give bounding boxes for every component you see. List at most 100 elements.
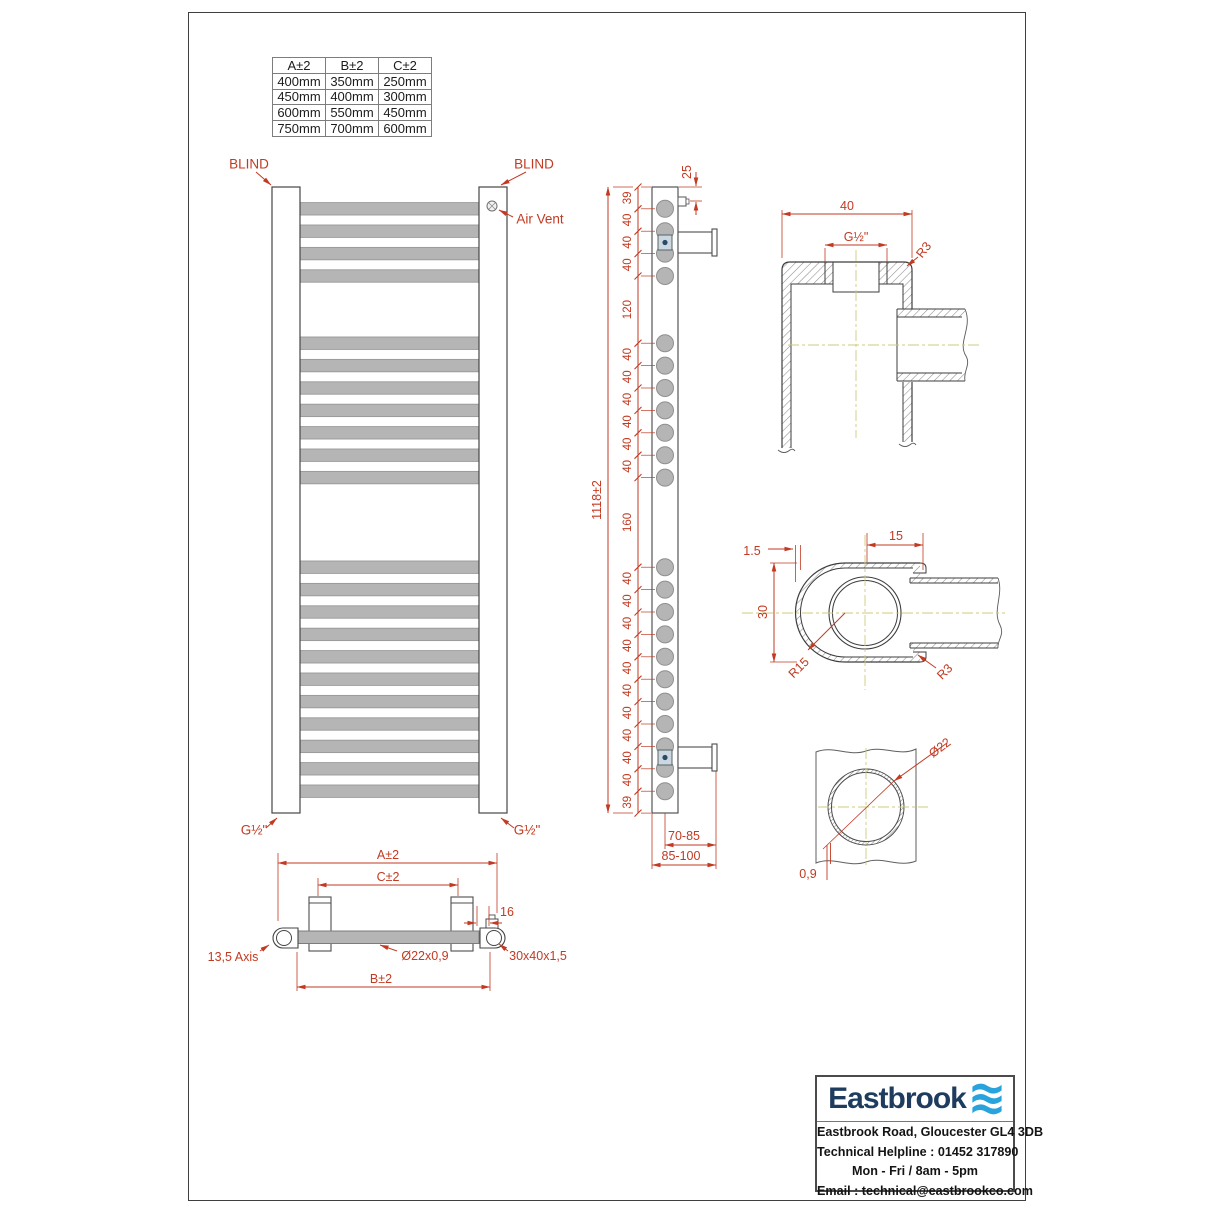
profile-spec-leader — [498, 943, 509, 952]
size-table-cell: 350mm — [325, 72, 379, 90]
top-offset-label: 25 — [679, 165, 694, 179]
tube-end-circle — [656, 625, 674, 644]
chain-tick — [634, 183, 642, 191]
size-table-cell: 600mm — [272, 104, 326, 122]
chain-tick — [634, 675, 642, 684]
chain-tick — [634, 809, 642, 817]
detail-top-section — [777, 210, 982, 453]
chain-tick — [634, 249, 642, 258]
chain-dim-label: 39 — [622, 796, 634, 809]
detail-top-thread-label: G½" — [843, 229, 869, 244]
size-table-cell: 300mm — [378, 88, 432, 106]
size-table-cell: 250mm — [378, 72, 432, 90]
chain-dim-label: 40 — [622, 258, 634, 271]
chain-tick — [634, 384, 642, 392]
tube-end-circle — [656, 423, 674, 442]
chain-dim-label: 40 — [622, 706, 634, 719]
size-table-cell: 550mm — [325, 104, 379, 122]
company-email: Email : technical@eastbrookco.com — [817, 1183, 1033, 1198]
company-panel: Eastbrook Eastbrook Road, Gloucester GL4… — [815, 1075, 1044, 1198]
tube-end-circle — [656, 670, 674, 689]
tube-end-circle — [656, 334, 674, 353]
air-vent-label: Air Vent — [516, 211, 564, 227]
chain-dim-label: 39 — [622, 192, 634, 205]
radiator-bar — [299, 358, 480, 373]
size-table-cell: 700mm — [325, 120, 379, 137]
tube-end-circle — [656, 782, 674, 801]
r15-leader — [807, 612, 846, 651]
radiator-bar — [299, 336, 480, 350]
chain-dim-label: 40 — [622, 572, 634, 585]
plan-dim-b-label: B±2 — [369, 971, 393, 986]
g-half-left-label: G½" — [240, 822, 268, 838]
air-vent-fitting — [677, 196, 687, 207]
chain-dim-label: 40 — [622, 662, 634, 675]
logo-row: Eastbrook — [817, 1077, 1013, 1122]
air-vent-leader — [498, 209, 514, 218]
front-view — [255, 171, 527, 829]
radiator-bar — [299, 694, 480, 709]
g-half-right-label: G½" — [513, 822, 541, 838]
chain-dim-label: 40 — [622, 729, 634, 742]
sheet-border — [188, 12, 1026, 1201]
radiator-bar — [299, 381, 480, 395]
chain-tick — [634, 630, 642, 639]
chain-dim-label: 120 — [622, 300, 634, 319]
chain-dim-label: 40 — [622, 594, 634, 607]
wall-distance-1-label: 70-85 — [668, 828, 700, 843]
chain-dim-label: 40 — [622, 774, 634, 787]
chain-dim-label: 40 — [622, 460, 634, 473]
detail-section-wall-label: 0,9 — [799, 866, 817, 881]
plan-tube — [290, 930, 480, 944]
chain-dim-label: 160 — [622, 513, 634, 532]
radiator-bar — [299, 448, 480, 462]
radiator-bar — [299, 739, 480, 754]
brand-logo: Eastbrook — [828, 1082, 967, 1115]
size-table-cell: B±2 — [325, 57, 379, 74]
tube-end-circle — [656, 199, 674, 218]
size-table-cell: 450mm — [272, 88, 326, 106]
chain-dim-label: 40 — [622, 684, 634, 697]
radiator-bar — [299, 224, 480, 238]
size-table-cell: 400mm — [325, 88, 379, 106]
size-table-cell: A±2 — [272, 57, 326, 74]
chain-tick — [634, 652, 642, 661]
wall-bracket-top — [677, 231, 713, 254]
chain-tick — [634, 720, 642, 728]
radiator-bar — [299, 202, 480, 216]
radiator-bar — [299, 470, 480, 485]
chain-tick — [634, 428, 642, 437]
radiator-bar — [299, 403, 480, 418]
chain-tick — [634, 204, 642, 213]
tube-end-circle — [656, 603, 674, 621]
detail-profile-section — [742, 533, 1005, 690]
chain-tick — [634, 339, 642, 348]
radiator-bar — [299, 650, 480, 664]
plan-dim-c-label: C±2 — [376, 869, 400, 884]
chain-dim-label: 40 — [622, 348, 634, 361]
chain-tick — [634, 697, 642, 706]
company-address: Eastbrook Road, Gloucester GL4 3DB — [817, 1125, 1044, 1139]
tube-end-circle — [656, 692, 674, 711]
size-table-cell: 400mm — [272, 72, 326, 90]
tube-end-circle — [656, 558, 674, 577]
chain-tick — [634, 361, 642, 370]
chain-tick — [634, 764, 642, 773]
plan-dim-16-label: 16 — [500, 904, 514, 919]
detail-mid-15-label: 15 — [889, 528, 903, 543]
tube-end-circle — [656, 580, 674, 599]
tube-end-circle — [656, 647, 674, 666]
tube-end-circle — [656, 401, 674, 420]
r3-leader-2 — [917, 654, 937, 669]
radiator-bar — [299, 582, 480, 597]
company-hours: Mon - Fri / 8am - 5pm — [852, 1164, 978, 1178]
chain-dim-label: 40 — [622, 438, 634, 451]
radiator-bar — [299, 784, 480, 798]
plan-axis-label: 13,5 Axis — [207, 949, 259, 964]
detail-top-width-label: 40 — [840, 198, 854, 213]
chain-tick — [634, 451, 642, 460]
chain-tick — [634, 608, 642, 616]
chain-dim-label: 40 — [622, 415, 634, 428]
